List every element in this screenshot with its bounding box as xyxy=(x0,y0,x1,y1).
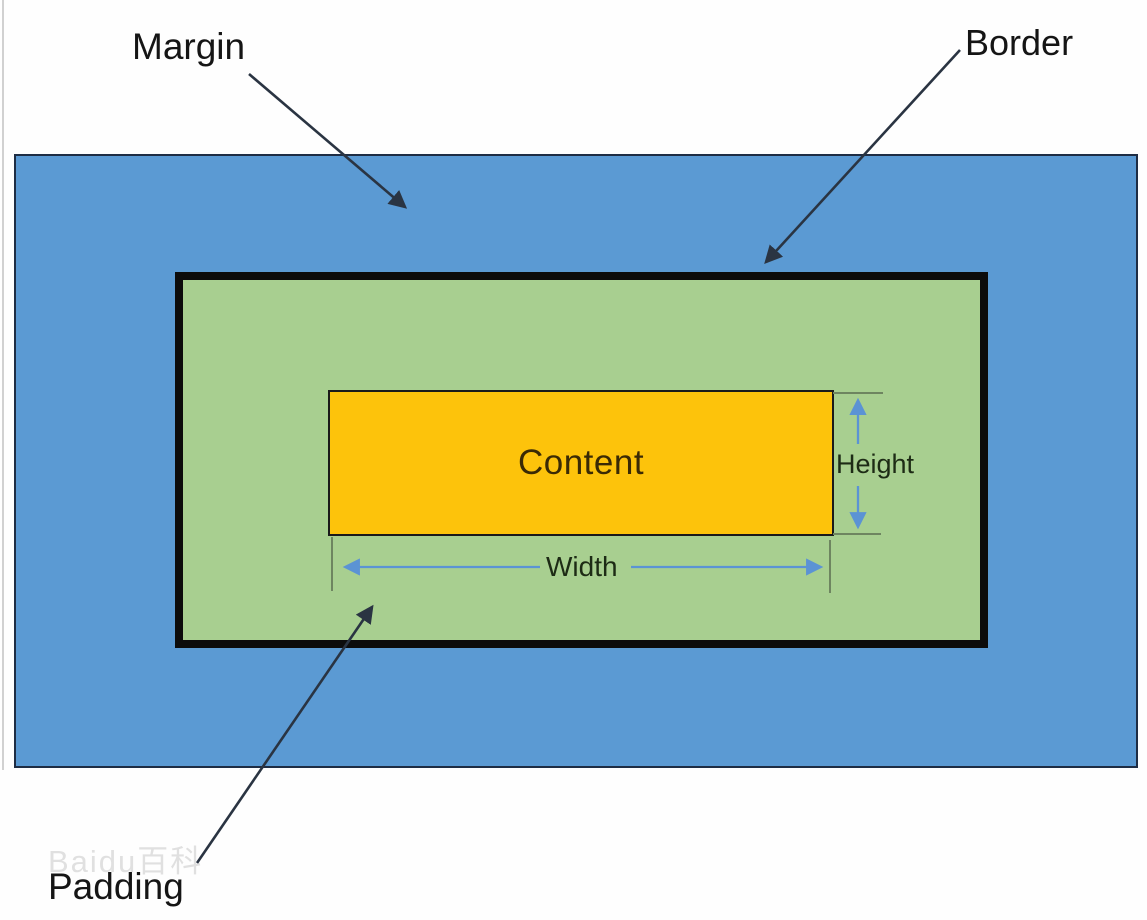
padding-label: Padding xyxy=(48,866,184,907)
content-label: Content xyxy=(517,443,645,482)
width-label: Width xyxy=(546,551,618,582)
margin-label: Margin xyxy=(132,26,246,67)
left-edge-artifact xyxy=(2,0,4,770)
border-label: Border xyxy=(965,22,1074,63)
content-area: Content xyxy=(328,390,834,536)
height-label: Height xyxy=(836,449,915,479)
watermark: Baidu百科 xyxy=(48,844,204,879)
